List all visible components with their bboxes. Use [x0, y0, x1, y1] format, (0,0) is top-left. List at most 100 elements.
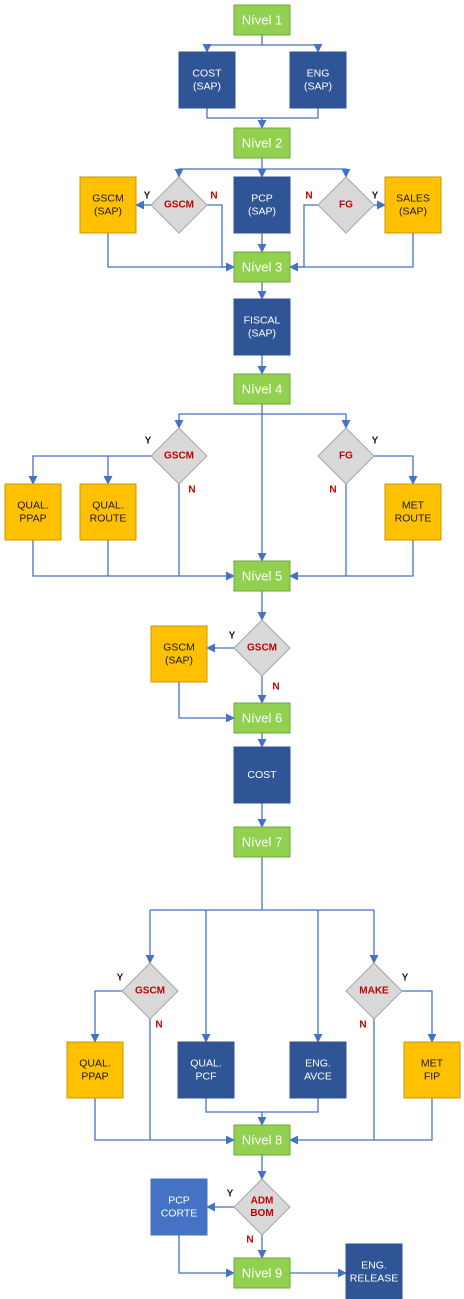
node-label: ROUTE — [90, 513, 127, 525]
decision-d_gscm4: GSCM — [121, 962, 179, 1020]
connector-line — [262, 413, 351, 429]
decision-d_fg1: FG — [317, 176, 375, 234]
node-shape — [150, 176, 208, 234]
connector-line — [289, 484, 347, 581]
node-label: GSCM — [164, 451, 194, 462]
node-shape — [233, 826, 291, 858]
answer-no-label: N — [210, 191, 217, 202]
decision-d_gscm3: GSCM — [233, 619, 291, 677]
connector-line — [32, 540, 235, 581]
node-label: PCP — [168, 1194, 190, 1206]
decision-d_make: MAKE — [345, 962, 403, 1020]
node-label: ADM — [251, 1195, 274, 1206]
node-label: Nível 4 — [242, 382, 282, 397]
node-label: Nível 9 — [242, 1266, 282, 1281]
connector-line — [289, 204, 318, 272]
connector-line — [262, 43, 323, 53]
node-label: ROUTE — [395, 513, 432, 525]
node-label: COST — [247, 769, 277, 781]
node-label: Nível 2 — [242, 136, 282, 151]
step-eng_release: ENG.RELEASE — [345, 1243, 403, 1299]
connector-line — [262, 108, 319, 119]
answer-yes-label: Y — [227, 1189, 234, 1200]
connector-line — [107, 233, 234, 268]
step-cost2: COST — [233, 746, 291, 804]
node-shape — [233, 702, 291, 734]
node-label: ENG — [307, 67, 330, 79]
level-n9: Nível 9 — [233, 1257, 291, 1289]
node-label: (SAP) — [248, 206, 276, 218]
step-met_route: MET ROUTE — [384, 483, 442, 541]
node-label: (SAP) — [193, 81, 221, 93]
node-shape — [233, 619, 291, 677]
connector-line — [290, 233, 414, 268]
answer-no-label: N — [359, 1020, 366, 1031]
node-shape — [317, 176, 375, 234]
node-label: GSCM — [247, 643, 277, 654]
step-gscm_sap2: GSCM (SAP) — [150, 625, 208, 683]
node-label: FG — [339, 451, 353, 462]
answer-no-label: N — [329, 485, 336, 496]
node-label: Nível 6 — [242, 711, 282, 726]
step-fiscal: FISCAL(SAP) — [233, 298, 291, 356]
node-shape — [233, 746, 291, 804]
connector-line — [374, 455, 418, 485]
node-shape — [177, 1041, 235, 1099]
node-label: GSCM — [163, 641, 195, 653]
node-label: QUAL. — [17, 499, 49, 511]
node-label: Nível 5 — [242, 569, 282, 584]
connector-line — [174, 158, 263, 178]
step-pcp1: PCP(SAP) — [233, 176, 291, 234]
step-qual_ppap2: QUAL.PPAP — [66, 1041, 124, 1099]
node-shape — [345, 1243, 403, 1299]
node-label: MAKE — [359, 986, 389, 997]
connector-line — [346, 540, 414, 577]
level-n4: Nível 4 — [233, 373, 291, 405]
level-n5: Nível 5 — [233, 560, 291, 592]
step-qual_ppap1: QUAL.PPAP — [4, 483, 62, 541]
node-shape — [403, 1041, 461, 1099]
node-shape — [233, 176, 291, 234]
answer-yes-label: Y — [229, 631, 236, 642]
answer-yes-label: Y — [145, 436, 152, 447]
step-qual_route: QUAL. ROUTE — [79, 483, 137, 541]
decision-d_gscm2: GSCM — [150, 427, 208, 485]
node-label: (SAP) — [399, 206, 427, 218]
node-shape — [233, 1124, 291, 1156]
node-label: RELEASE — [350, 1273, 398, 1285]
node-shape — [66, 1041, 124, 1099]
answer-no-label: N — [246, 1235, 253, 1246]
node-label: (SAP) — [94, 206, 122, 218]
node-label: BOM — [250, 1208, 273, 1219]
level-n8: Nível 8 — [233, 1124, 291, 1156]
node-label: GSCM — [92, 192, 124, 204]
connector-line — [374, 1098, 433, 1141]
node-label: QUAL. — [190, 1057, 222, 1069]
level-n3: Nível 3 — [233, 251, 291, 283]
node-shape — [150, 1178, 208, 1236]
node-label: MET — [402, 499, 425, 511]
connector-line — [174, 404, 263, 429]
answer-yes-label: Y — [372, 436, 379, 447]
node-shape — [384, 483, 442, 541]
step-sales1: SALES(SAP) — [384, 176, 442, 234]
node-label: Nível 3 — [242, 260, 282, 275]
node-label: (SAP) — [165, 655, 193, 667]
node-label: PPAP — [81, 1071, 108, 1083]
answer-no-label: N — [188, 485, 195, 496]
node-label: FISCAL — [244, 314, 281, 326]
connector-line — [94, 1098, 235, 1145]
connector-line — [202, 35, 263, 53]
connector-line — [206, 108, 267, 129]
level-n2: Nível 2 — [233, 127, 291, 159]
node-label: QUAL. — [92, 499, 124, 511]
node-shape — [384, 176, 442, 234]
node-label: (SAP) — [304, 81, 332, 93]
node-label: AVCE — [304, 1071, 332, 1083]
node-shape — [233, 1178, 291, 1236]
connector-line — [205, 1098, 267, 1126]
decision-d_gscm1: GSCM — [150, 176, 208, 234]
step-cost1: COST(SAP) — [178, 51, 236, 109]
